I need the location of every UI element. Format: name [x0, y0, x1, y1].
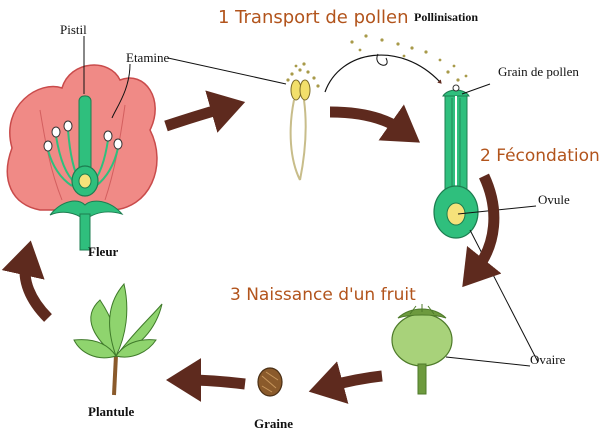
arrow-flower-to-stamen	[164, 90, 246, 133]
arrow-pistil-to-fruit	[462, 173, 502, 288]
pollen-flight-path	[324, 34, 468, 93]
step-2-title: 2 Fécondation	[480, 146, 600, 166]
step-1-title: 1 Transport de pollen	[218, 7, 409, 28]
pollinisation-label: Pollinisation	[414, 10, 479, 24]
ovaire-pistil-leader-line	[469, 229, 539, 363]
seed-illustration	[257, 367, 283, 397]
arrow-fruit-to-seed	[308, 361, 383, 404]
graine-label: Graine	[254, 416, 293, 431]
flower-illustration	[6, 64, 158, 251]
ovaire-fruit-leader-line	[445, 356, 531, 367]
label-leader-lines	[83, 36, 539, 367]
step-3-title: 3 Naissance d'un fruit	[230, 285, 416, 305]
etamine-stamen-leader-line	[167, 57, 287, 85]
pistil-fecundation-illustration	[433, 84, 479, 239]
etamine-label: Etamine	[126, 50, 170, 65]
arrow-seed-to-seedling	[166, 358, 246, 403]
fruit-illustration	[391, 304, 453, 395]
cycle-arrows	[1, 90, 502, 404]
grain-de-pollen-label: Grain de pollen	[498, 64, 579, 79]
fleur-label: Fleur	[88, 244, 119, 259]
plantule-label: Plantule	[88, 404, 135, 419]
pistil-label: Pistil	[60, 22, 87, 37]
grain-leader-line	[461, 83, 491, 95]
seedling-illustration	[73, 282, 163, 396]
arrow-stamen-to-pistil	[329, 104, 420, 143]
ovule-label: Ovule	[538, 192, 570, 207]
arrow-seedling-to-flower	[1, 240, 52, 322]
ovaire-label: Ovaire	[530, 352, 566, 367]
etamine-leader-line	[111, 63, 131, 119]
stamen-illustration	[286, 62, 320, 181]
